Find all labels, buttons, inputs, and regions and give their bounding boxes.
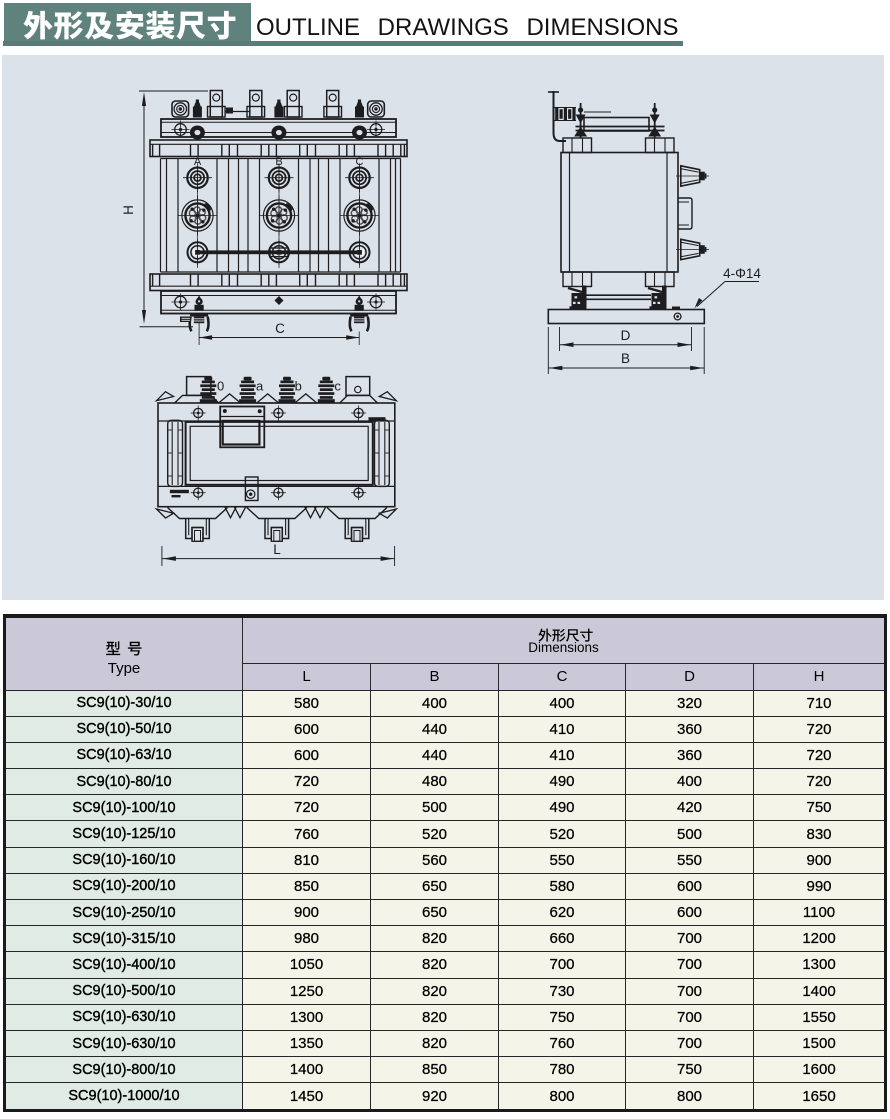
svg-text:B: B: [275, 156, 282, 168]
svg-text:H: H: [121, 205, 136, 215]
svg-text:c: c: [334, 379, 341, 394]
svg-text:D: D: [621, 328, 631, 343]
svg-text:b: b: [295, 379, 302, 394]
svg-text:C: C: [356, 156, 364, 168]
svg-text:0: 0: [217, 379, 224, 394]
svg-text:a: a: [256, 379, 264, 394]
svg-text:L: L: [273, 542, 281, 557]
svg-text:B: B: [621, 351, 630, 366]
svg-text:C: C: [275, 321, 285, 336]
svg-text:4-Φ14: 4-Φ14: [723, 266, 761, 281]
svg-text:A: A: [194, 156, 202, 168]
